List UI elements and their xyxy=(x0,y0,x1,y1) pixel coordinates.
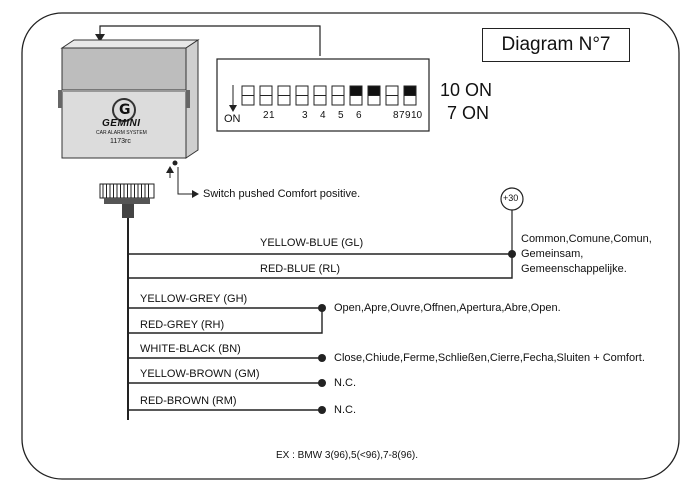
dip-to-module-line xyxy=(99,25,321,56)
dip-switch-2-lever xyxy=(259,95,273,106)
wire-label-bn: WHITE-BLACK (BN) xyxy=(140,343,241,355)
nc2-terminal-dot xyxy=(318,406,326,414)
dip-switch-1-lever xyxy=(241,95,255,106)
dip-pos-8: 8 xyxy=(393,110,399,121)
dip-switch-3-lever xyxy=(277,95,291,106)
wire-label-rm: RED-BROWN (RM) xyxy=(140,395,237,407)
dip-switch-7-lever xyxy=(349,85,363,96)
wire-red-grey xyxy=(128,308,323,334)
arrow-down-icon xyxy=(95,34,105,42)
diagram-title: Diagram N°7 xyxy=(482,28,630,62)
dip-pos-4: 4 xyxy=(320,110,326,121)
arrow-up-icon xyxy=(166,166,174,173)
dip-switch-8-lever xyxy=(367,85,381,96)
dip-status-line-1: 10 ON xyxy=(440,80,493,100)
control-module xyxy=(58,39,200,159)
common-text-2: Gemeinsam, xyxy=(521,248,584,260)
terminal-dots xyxy=(318,250,516,414)
wire-label-rl: RED-BLUE (RL) xyxy=(260,263,341,275)
open-text: Open,Apre,Ouvre,Offnen,Apertura,Abre,Ope… xyxy=(334,302,561,314)
nc1-text: N.C. xyxy=(334,377,356,389)
dip-pos-5: 5 xyxy=(338,110,344,121)
comfort-switch xyxy=(166,160,199,198)
dip-switch-9-lever xyxy=(385,95,399,106)
dip-switch-10-lever xyxy=(403,85,417,96)
arrow-right-icon xyxy=(192,190,199,198)
module-logo-letter: G xyxy=(119,102,131,118)
plus30-label: +30 xyxy=(503,193,519,203)
close-text: Close,Chiude,Ferme,Schließen,Cierre,Fech… xyxy=(334,352,645,364)
dip-switch-6-lever xyxy=(331,95,345,106)
switch-note: Switch pushed Comfort positive. xyxy=(203,188,361,200)
wire-label-gm: YELLOW-BROWN (GM) xyxy=(140,368,260,380)
wires xyxy=(128,253,513,411)
dip-pos-10: 10 xyxy=(411,110,423,121)
common-text-1: Common,Comune,Comun, xyxy=(521,233,652,245)
wire-label-rh: RED-GREY (RH) xyxy=(140,319,225,331)
module-model: 1173rc xyxy=(110,138,131,145)
wire-connector xyxy=(99,183,155,218)
wire-label-gh: YELLOW-GREY (GH) xyxy=(140,293,248,305)
dip-pos-3: 3 xyxy=(302,110,308,121)
arrow-down-icon xyxy=(229,105,237,112)
nc1-terminal-dot xyxy=(318,379,326,387)
outer-frame xyxy=(21,12,680,480)
dip-pos-7: 7 xyxy=(399,110,405,121)
dip-switch-4-lever xyxy=(295,95,309,106)
dip-pos-1: 1 xyxy=(269,110,275,121)
module-brand: GEMINI xyxy=(102,118,141,129)
dip-on-label: ON xyxy=(224,113,241,125)
common-terminal-dot xyxy=(508,250,516,258)
nc2-text: N.C. xyxy=(334,404,356,416)
common-text-3: Gemeenschappelijke. xyxy=(521,263,627,275)
wire-label-gl: YELLOW-BLUE (GL) xyxy=(260,237,364,249)
dip-switch-5-lever xyxy=(313,95,327,106)
open-terminal-dot xyxy=(318,304,326,312)
dip-status-line-2: 7 ON xyxy=(447,103,490,123)
gemini-logo-icon xyxy=(112,98,136,122)
dip-pos-9: 9 xyxy=(405,110,411,121)
dip-pos-6: 6 xyxy=(356,110,362,121)
module-tagline: CAR ALARM SYSTEM xyxy=(96,130,147,136)
dip-pos-2: 2 xyxy=(263,110,269,121)
wire-red-blue xyxy=(128,254,513,279)
dip-switch-bank xyxy=(216,58,430,132)
example-footer: EX : BMW 3(96),5(<96),7-8(96). xyxy=(276,450,418,461)
close-terminal-dot xyxy=(318,354,326,362)
